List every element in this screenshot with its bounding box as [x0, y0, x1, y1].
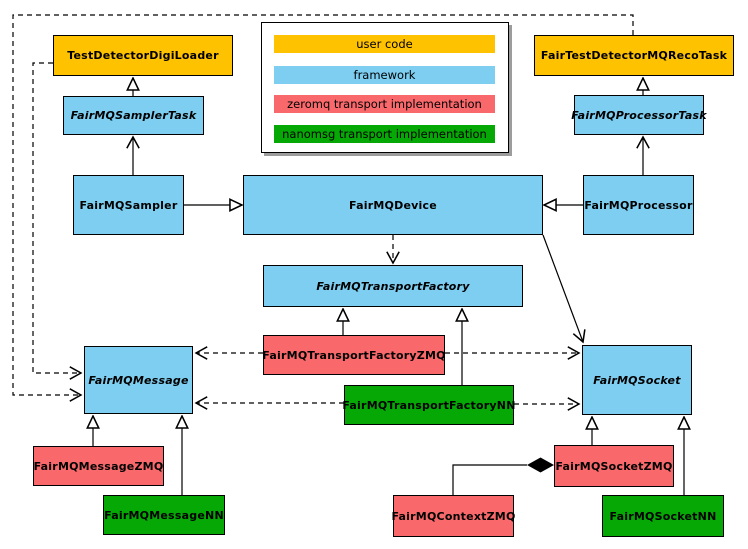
- legend-item-label: framework: [353, 68, 416, 82]
- node-FairMQSocketZMQ: FairMQSocketZMQ: [554, 445, 674, 487]
- legend-item-zeromq-transport: zeromq transport implementation: [274, 95, 495, 113]
- composition-diamond-icon: [527, 457, 554, 473]
- node-FairMQSamplerTask: FairMQSamplerTask: [63, 96, 204, 135]
- node-FairMQMessage: FairMQMessage: [84, 346, 193, 414]
- node-FairTestDetectorMQRecoTask: FairTestDetectorMQRecoTask: [534, 35, 734, 76]
- edge-fairmqcontextzmq-composition-fairmqsocketzmq: [452, 464, 527, 495]
- legend-item-label: user code: [356, 37, 413, 51]
- legend-item-label: nanomsg transport implementation: [282, 127, 487, 141]
- edge-fairmqdevice-to-fairmqsocket: [542, 234, 583, 342]
- node-FairMQMessageNN: FairMQMessageNN: [103, 495, 225, 535]
- node-FairMQTransportFactoryNN: FairMQTransportFactoryNN: [342, 385, 515, 425]
- node-FairMQDevice: FairMQDevice: [243, 175, 543, 235]
- node-FairMQProcessor: FairMQProcessor: [583, 175, 694, 235]
- node-FairMQMessageZMQ: FairMQMessageZMQ: [33, 446, 164, 486]
- node-TestDetectorDigiLoader: TestDetectorDigiLoader: [53, 35, 233, 76]
- legend-item-framework: framework: [274, 66, 495, 84]
- legend-item-user-code: user code: [274, 35, 495, 53]
- node-FairMQSocket: FairMQSocket: [582, 345, 692, 415]
- node-FairMQTransportFactory: FairMQTransportFactory: [263, 265, 523, 307]
- legend: user code framework zeromq transport imp…: [261, 22, 509, 153]
- legend-item-label: zeromq transport implementation: [287, 97, 482, 111]
- node-FairMQSocketNN: FairMQSocketNN: [602, 495, 724, 537]
- node-FairMQSampler: FairMQSampler: [73, 175, 184, 235]
- node-FairMQProcessorTask: FairMQProcessorTask: [571, 95, 707, 135]
- legend-item-nanomsg-transport: nanomsg transport implementation: [274, 125, 495, 143]
- node-FairMQTransportFactoryZMQ: FairMQTransportFactoryZMQ: [262, 335, 445, 375]
- node-FairMQContextZMQ: FairMQContextZMQ: [391, 495, 515, 537]
